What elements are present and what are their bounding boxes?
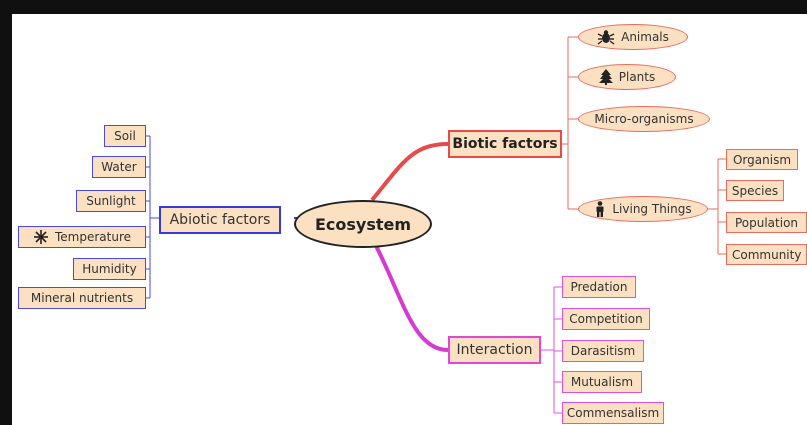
root-label: Ecosystem xyxy=(314,214,412,234)
leaf-label: Competition xyxy=(569,312,643,326)
leaf-population[interactable]: Population xyxy=(726,212,807,233)
leaf-label: Population xyxy=(734,215,799,230)
abiotic-label: Abiotic factors xyxy=(169,212,271,228)
leaf-predation[interactable]: Predation xyxy=(562,276,636,298)
leaf-label: Plants xyxy=(618,70,656,84)
leaf-label: Soil xyxy=(114,129,136,143)
leaf-sunlight[interactable]: Sunlight xyxy=(76,190,146,212)
leaf-label: Darasitism xyxy=(570,344,636,358)
leaf-mineral-nutrients[interactable]: Mineral nutrients xyxy=(18,287,146,309)
leaf-label: Mutualism xyxy=(570,375,634,389)
leaf-label: Temperature xyxy=(54,230,131,244)
leaf-species[interactable]: Species xyxy=(726,180,784,201)
snowflake-icon xyxy=(33,229,49,245)
branch-interaction[interactable]: Interaction xyxy=(448,336,541,364)
interaction-label: Interaction xyxy=(456,342,533,358)
leaf-label: Mineral nutrients xyxy=(30,291,134,305)
leaf-living-things[interactable]: Living Things xyxy=(578,196,708,222)
leaf-label: Animals xyxy=(621,30,669,44)
leaf-darasitism[interactable]: Darasitism xyxy=(562,340,644,362)
leaf-label: Organism xyxy=(732,152,792,167)
leaf-mutualism[interactable]: Mutualism xyxy=(562,371,642,393)
leaf-water[interactable]: Water xyxy=(92,156,146,178)
tree-icon xyxy=(598,69,613,85)
leaf-competition[interactable]: Competition xyxy=(562,308,650,330)
leaf-label: Water xyxy=(101,160,137,174)
bug-icon xyxy=(597,29,615,45)
leaf-label: Predation xyxy=(570,280,628,294)
root-node-ecosystem[interactable]: Ecosystem xyxy=(294,200,432,248)
connector-lines xyxy=(146,36,726,414)
leaf-organism[interactable]: Organism xyxy=(726,149,798,170)
leaf-community[interactable]: Community xyxy=(726,244,807,265)
leaf-soil[interactable]: Soil xyxy=(104,125,146,147)
leaf-label: Sunlight xyxy=(86,194,136,208)
leaf-commensalism[interactable]: Commensalism xyxy=(562,402,664,424)
mind-map-canvas: Ecosystem Abiotic factors Soil Water Sun… xyxy=(12,14,807,425)
leaf-micro-organisms[interactable]: Micro-organisms xyxy=(578,106,710,132)
leaf-label: Community xyxy=(732,247,802,262)
person-icon xyxy=(594,201,606,217)
leaf-label: Living Things xyxy=(612,202,692,216)
leaf-animals[interactable]: Animals xyxy=(578,24,688,50)
leaf-label: Species xyxy=(731,183,779,198)
leaf-label: Humidity xyxy=(82,262,137,276)
branch-biotic-factors[interactable]: Biotic factors xyxy=(448,130,562,158)
biotic-label: Biotic factors xyxy=(452,136,558,152)
branch-abiotic-factors[interactable]: Abiotic factors xyxy=(159,206,281,234)
leaf-label: Micro-organisms xyxy=(594,112,694,126)
leaf-humidity[interactable]: Humidity xyxy=(73,258,146,280)
leaf-label: Commensalism xyxy=(566,406,660,420)
leaf-plants[interactable]: Plants xyxy=(578,64,676,90)
leaf-temperature[interactable]: Temperature xyxy=(18,226,146,248)
